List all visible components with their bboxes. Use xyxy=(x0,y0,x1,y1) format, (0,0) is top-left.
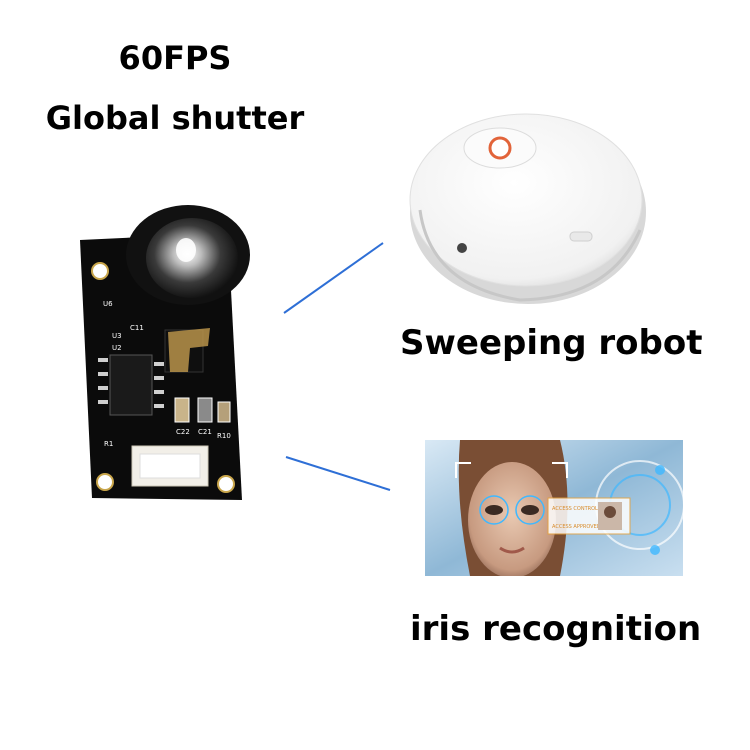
silk-r1: R1 xyxy=(104,440,113,448)
silk-u3: U3 xyxy=(112,332,122,340)
silk-c21: C21 xyxy=(198,428,212,436)
iris-recognition-image: ACCESS CONTROL ACCESS APPROVED xyxy=(425,440,683,576)
silk-u2: U2 xyxy=(112,344,122,352)
robot-button xyxy=(488,136,512,160)
lens xyxy=(126,205,250,305)
connector-line-iris xyxy=(285,456,391,491)
iris-access-status: ACCESS APPROVED xyxy=(552,524,601,530)
headline-fps: 60FPS xyxy=(118,39,232,77)
robot-vacuum-image xyxy=(409,113,646,304)
silk-c11: C11 xyxy=(130,324,144,332)
silk-r10: R10 xyxy=(217,432,231,440)
caption-sweeping-robot: Sweeping robot xyxy=(400,323,703,363)
iris-access-title: ACCESS CONTROL xyxy=(552,506,598,512)
headline-shutter: Global shutter xyxy=(45,99,305,137)
silk-u6: U6 xyxy=(103,300,113,308)
silk-c22: C22 xyxy=(176,428,190,436)
camera-module-board: U6 U3 U2 C11 C22 C21 R10 R1 xyxy=(80,205,250,500)
caption-iris-recognition: iris recognition xyxy=(410,609,702,649)
connector-line-robot xyxy=(283,242,384,314)
